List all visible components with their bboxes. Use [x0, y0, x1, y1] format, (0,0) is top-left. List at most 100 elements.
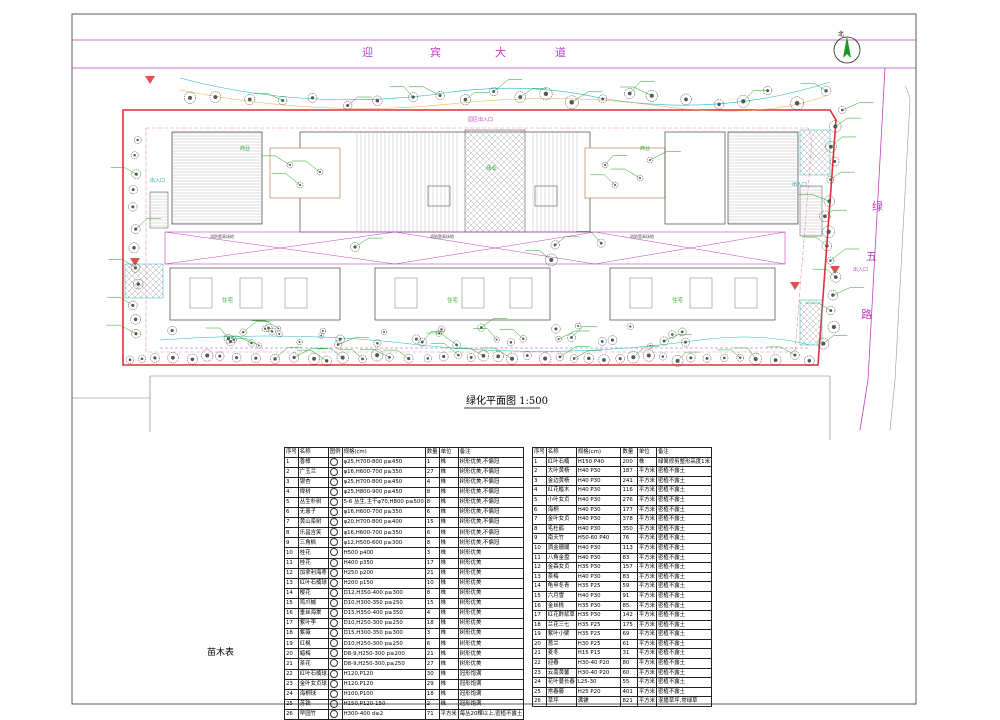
entrance-arrow-east — [790, 282, 800, 290]
tree-symbol — [646, 156, 654, 164]
cell-unit: 平方米 — [636, 686, 658, 698]
tree-legend-icon — [329, 569, 338, 577]
cell-no: 22 — [532, 658, 547, 669]
residential-left: 住宅 — [169, 267, 341, 321]
tree-symbol — [545, 253, 558, 267]
cell-name: 丛生朴树 — [297, 496, 329, 509]
cell-note: 树形优美 — [457, 648, 525, 660]
tree-symbol — [270, 353, 281, 364]
tree-symbol — [615, 353, 625, 364]
tree-symbol — [275, 325, 282, 332]
cell-spec: H400 p350 — [341, 557, 426, 569]
cell-spec: H40 P30 — [575, 475, 622, 487]
cell-spec: H200 p150 — [341, 577, 426, 589]
cell-name: 金丝桃 — [545, 600, 577, 612]
tree-symbol — [296, 338, 303, 346]
tree-legend-icon — [329, 548, 338, 557]
cell-qty: 8 — [424, 496, 440, 509]
cell-unit: 株 — [438, 688, 459, 700]
tree-trunk-dot — [705, 357, 709, 360]
tree-trunk-dot — [646, 353, 651, 358]
cell-no: 7 — [532, 514, 547, 525]
tree-symbol — [278, 96, 288, 105]
tree-symbol — [138, 354, 146, 363]
road-east-edge — [859, 67, 886, 431]
tree-legend-icon — [329, 589, 338, 597]
cell-name: 紫叶小檗 — [545, 629, 577, 640]
cell-note: 密植不露土 — [656, 658, 712, 669]
tree-legend-icon — [329, 680, 338, 688]
tree-symbol — [201, 349, 214, 362]
tree-trunk-dot — [773, 358, 778, 362]
cell-no: 12 — [284, 567, 299, 579]
cell-note: 密植不露土 — [656, 638, 712, 650]
cell-unit: 株 — [438, 507, 459, 519]
tree-symbol — [372, 95, 383, 106]
tree-trunk-dot — [509, 341, 513, 344]
cell-spec: H120,P120 — [341, 678, 426, 690]
zone-res-mid-label: 住宅 — [447, 296, 459, 304]
tree-trunk-dot — [312, 356, 316, 361]
tree-symbol — [251, 353, 261, 363]
cell-name: 麦冬 — [545, 648, 577, 660]
cell-note: 密植不露土 — [656, 581, 712, 592]
tree-symbol — [150, 353, 160, 363]
cell-qty: 116 — [620, 485, 638, 496]
cell-spec: φ25,H700-800 p≥450 — [341, 476, 426, 488]
plant-leader — [733, 347, 756, 360]
cell-qty: 821 — [620, 696, 638, 708]
cell-note: 树形优美,不偏冠 — [457, 476, 525, 488]
header-note: 备注 — [656, 447, 712, 458]
tree-symbol — [264, 323, 273, 332]
cell-note: 树形优美 — [457, 638, 525, 650]
road-east-label: 绿 五 路 — [861, 199, 883, 321]
cell-note: 树形优美,不偏冠 — [457, 537, 525, 549]
tree-symbol — [492, 350, 504, 362]
tree-trunk-dot — [375, 353, 380, 358]
cell-qty: 8 — [424, 486, 440, 498]
tree-trunk-dot — [188, 95, 192, 100]
tree-symbol — [493, 336, 500, 343]
cell-name: 洒金珊瑚 — [545, 542, 577, 554]
tree-trunk-dot — [689, 356, 693, 360]
legend-cell — [327, 547, 343, 559]
plant-leader — [135, 218, 162, 230]
central-crosshatch-plaza — [464, 129, 526, 233]
plant-leader — [205, 327, 229, 339]
zone-east-label: 商业 — [640, 145, 650, 152]
plant-leader — [842, 102, 874, 111]
plant-leader — [649, 151, 681, 161]
tree-symbol — [564, 95, 579, 110]
cell-qty: 21 — [424, 648, 440, 660]
central-tower-2 — [534, 185, 558, 207]
plant-leader — [798, 194, 830, 202]
cell-name: 云南黄馨 — [545, 667, 577, 679]
tree-symbol — [286, 161, 294, 169]
plant-leader — [337, 337, 370, 345]
tree-legend-icon — [329, 690, 338, 698]
plant-leader — [294, 347, 326, 358]
cell-unit: 株 — [438, 567, 459, 579]
entrance-east-label: 出入口 — [792, 181, 807, 188]
cell-unit: 平方米 — [636, 571, 658, 583]
header-unit: 单位 — [636, 447, 658, 458]
cell-name: 乐昌含笑 — [297, 527, 329, 539]
plant-leader — [473, 328, 497, 340]
plant-leader — [520, 88, 547, 98]
cell-no: 13 — [532, 571, 547, 583]
tree-trunk-dot — [298, 341, 301, 343]
tree-symbol — [583, 353, 594, 364]
cell-name: 草坪 — [545, 696, 577, 708]
cell-name: 紫薇 — [297, 628, 329, 640]
cell-name: 鸡爪槭 — [297, 597, 329, 610]
plant-leader — [576, 231, 602, 244]
cell-name: 海桐球 — [297, 688, 329, 700]
cell-no: 16 — [284, 607, 299, 620]
